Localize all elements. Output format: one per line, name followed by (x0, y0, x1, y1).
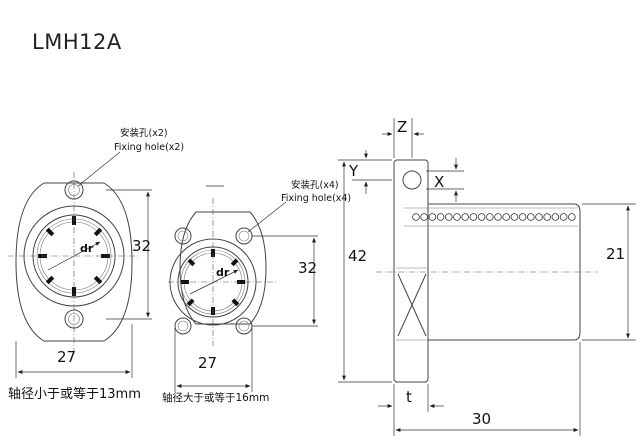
flange-side (393, 159, 429, 383)
inner-diameter-label: dr (80, 242, 94, 255)
dim-z: Z (397, 118, 407, 136)
ball (543, 213, 551, 221)
ball (485, 213, 494, 221)
mounting-hole-spacing-dim: 32 (132, 237, 151, 255)
fixing-hole-label-en: Fixing hole(x4) (281, 193, 351, 204)
dim-x: X (434, 173, 444, 191)
fixing-hole-label-en: Fixing hole(x2) (114, 142, 184, 153)
ball (420, 213, 429, 221)
shaft-diameter-caption-small: 轴径小于或等于13mm (8, 386, 141, 402)
dim-length: 30 (472, 410, 491, 428)
ball (428, 213, 437, 221)
ball (535, 213, 543, 221)
ball (502, 213, 511, 221)
inner-diameter-label: dr (216, 266, 230, 279)
ball (551, 213, 560, 221)
ball (453, 213, 461, 221)
ball (518, 213, 527, 221)
ball (436, 213, 445, 221)
flange-width-dim: 27 (198, 354, 217, 372)
ball-chain (412, 213, 576, 221)
mounting-hole-spacing-dim: 32 (298, 259, 317, 277)
shaft-diameter-caption-large: 轴径大于或等于16mm (162, 391, 269, 404)
ball (469, 213, 478, 221)
flange-view-two-hole: dr 安装孔(x2) Fixing hole(x2) 32 27 轴径小于或等于… (8, 127, 184, 402)
ball (494, 213, 502, 221)
ball (477, 213, 486, 221)
dim-overall-height: 42 (348, 247, 367, 265)
dim-body-diameter: 21 (606, 245, 625, 263)
dim-flange-thickness: t (406, 388, 412, 406)
flange-outline (179, 211, 267, 325)
fixing-hole-label-cn: 安装孔(x4) (291, 179, 339, 191)
flange-view-four-hole: dr 安装孔(x4) Fixing hole(x4) 32 27 轴径大于或等于… (162, 179, 351, 404)
ball (412, 213, 420, 221)
ball (567, 213, 576, 221)
flange-width-dim: 27 (57, 348, 76, 366)
ball (461, 213, 470, 221)
ball (559, 213, 568, 221)
fixing-hole-label-cn: 安装孔(x2) (120, 127, 168, 139)
side-section-view: Z Y X 42 21 t 30 (338, 118, 636, 436)
ball (444, 213, 453, 221)
flange-outline (15, 182, 133, 342)
ball (526, 213, 535, 221)
dim-y: Y (348, 162, 359, 180)
page-title: LMH12A (32, 30, 122, 54)
ball (510, 213, 519, 221)
